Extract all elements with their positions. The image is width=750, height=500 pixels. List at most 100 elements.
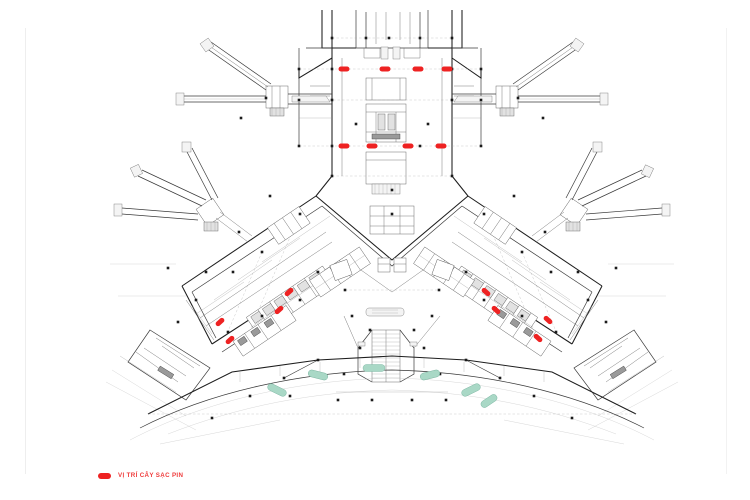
- column-grid-dot: [330, 36, 334, 40]
- column-grid-dot: [260, 314, 264, 318]
- jet-bridge-left-wing: [113, 141, 253, 243]
- column-grid-dot: [464, 358, 468, 362]
- column-grid-dot: [450, 36, 454, 40]
- column-grid-dot: [418, 144, 422, 148]
- column-grid-dot: [422, 346, 426, 350]
- charging-station-marker: [338, 66, 350, 72]
- column-grid-dot: [282, 376, 286, 380]
- charging-station-marker: [366, 143, 378, 149]
- column-grid-dot: [430, 314, 434, 318]
- column-grid-dot: [541, 116, 545, 120]
- entrance-door-marker: [307, 369, 329, 381]
- column-grid-dot: [330, 174, 334, 178]
- column-grid-dot: [482, 212, 486, 216]
- charging-station-marker: [481, 287, 491, 297]
- column-grid-dot: [194, 298, 198, 302]
- column-grid-dot: [532, 394, 536, 398]
- column-grid-dot: [343, 288, 347, 292]
- jet-bridge-right-wing: [531, 141, 671, 243]
- charging-station-marker: [402, 143, 414, 149]
- column-grid-dot: [604, 320, 608, 324]
- column-grid-dot: [426, 122, 430, 126]
- column-grid-dot: [479, 144, 483, 148]
- jet-bridge-left-upper: [175, 37, 332, 117]
- column-grid-dot: [336, 398, 340, 402]
- column-grid-dot: [520, 314, 524, 318]
- entrance-door-marker: [362, 364, 386, 372]
- column-grid-dot: [330, 144, 334, 148]
- entrance-door-marker: [480, 394, 498, 408]
- charging-station-marker: [225, 335, 235, 345]
- column-grid-dot: [166, 266, 170, 270]
- column-grid-dot: [226, 330, 230, 334]
- column-grid-dot: [520, 250, 524, 254]
- entrance-door-marker: [419, 369, 441, 381]
- charging-station-marker: [435, 143, 447, 149]
- column-grid-dot: [482, 298, 486, 302]
- column-grid-dot: [239, 116, 243, 120]
- column-grid-dot: [364, 36, 368, 40]
- charging-station-marker: [215, 317, 225, 327]
- context-site-lines: [110, 263, 674, 445]
- lower-center-detail: [336, 341, 448, 393]
- charging-station-marker: [274, 305, 284, 315]
- column-grid-dot: [248, 394, 252, 398]
- column-grid-dot: [368, 328, 372, 332]
- column-grid-dot: [330, 98, 334, 102]
- column-grid-dot: [570, 416, 574, 420]
- right-lower-service-block: [573, 329, 679, 431]
- entrance-door-markers: [267, 364, 498, 408]
- column-grid-dot: [418, 36, 422, 40]
- column-grid-dot: [479, 98, 483, 102]
- column-grid-dot: [298, 212, 302, 216]
- charging-station-markers: [215, 66, 553, 345]
- left-lower-service-block: [105, 329, 211, 431]
- column-grid-dot: [358, 346, 362, 350]
- column-grid-dot: [342, 372, 346, 376]
- column-grid-dot: [350, 314, 354, 318]
- column-grid-dot: [316, 270, 320, 274]
- column-grid-dot: [297, 67, 301, 71]
- entrance-door-marker: [461, 383, 481, 397]
- curved-landside-facade: [129, 355, 655, 441]
- column-grid-dot: [554, 330, 558, 334]
- column-grid-dot: [354, 122, 358, 126]
- column-grid-dot: [390, 188, 394, 192]
- column-grid-dot: [614, 266, 618, 270]
- legend-marker-swatch: [98, 473, 111, 480]
- column-grid-dot: [516, 96, 520, 100]
- charging-station-marker: [491, 305, 501, 315]
- column-grid-dot: [288, 394, 292, 398]
- legend-label: VỊ TRÍ CÂY SẠC PIN: [118, 472, 184, 479]
- column-grid-dot: [410, 398, 414, 402]
- column-grid-dot: [297, 144, 301, 148]
- column-grid-dot: [260, 250, 264, 254]
- charging-station-marker: [533, 333, 543, 343]
- column-grid-dot: [204, 270, 208, 274]
- column-grid-dot: [176, 320, 180, 324]
- column-grid-dot: [576, 270, 580, 274]
- column-grid-dot: [464, 270, 468, 274]
- left-diagonal-concourse: [105, 141, 351, 431]
- column-grid-dot: [231, 270, 235, 274]
- column-grid-dot: [543, 230, 547, 234]
- jet-bridge-right-upper: [452, 37, 609, 117]
- column-grid-dot: [297, 98, 301, 102]
- charging-station-marker: [412, 66, 424, 72]
- central-vertical-pier: [298, 10, 482, 235]
- charging-station-marker: [284, 287, 294, 297]
- column-grid-dot: [549, 270, 553, 274]
- column-grid-dot: [512, 194, 516, 198]
- charging-station-marker: [543, 315, 553, 325]
- column-grid-dot: [268, 194, 272, 198]
- column-grid-dot: [444, 398, 448, 402]
- column-grid-dot: [450, 98, 454, 102]
- column-grid-dot: [387, 36, 391, 40]
- column-grid-dot: [316, 358, 320, 362]
- column-grid-dot: [390, 212, 394, 216]
- column-grid-dot: [586, 298, 590, 302]
- column-grid-dot: [450, 174, 454, 178]
- column-grid-dot: [412, 328, 416, 332]
- charging-station-marker: [379, 66, 391, 72]
